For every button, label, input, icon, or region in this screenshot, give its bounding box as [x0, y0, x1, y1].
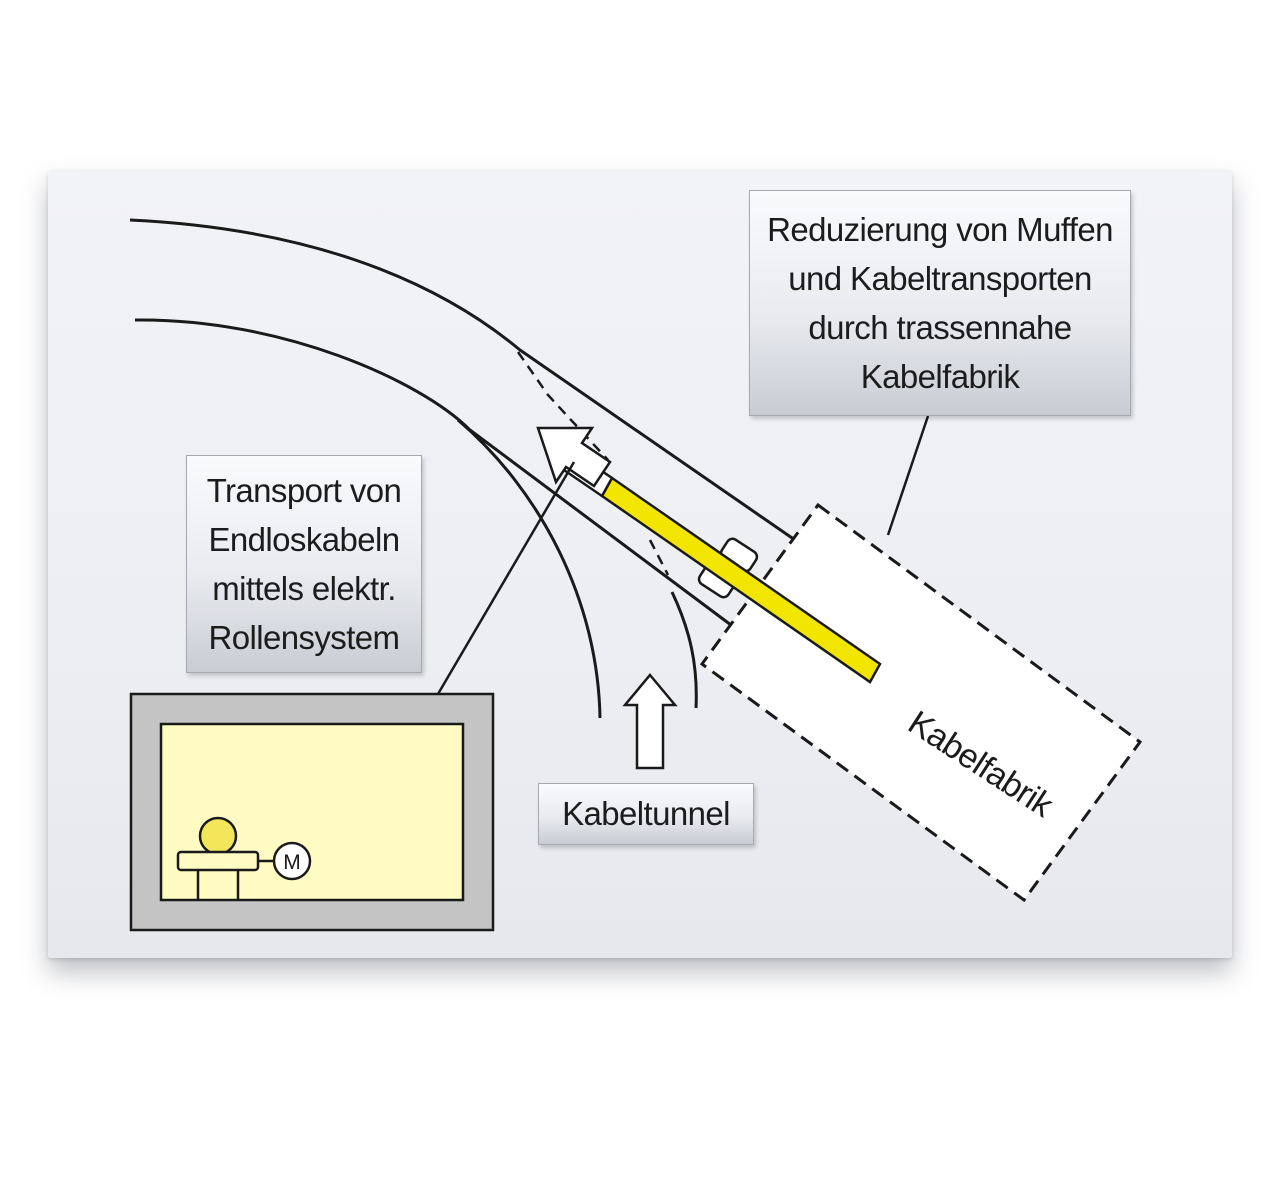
tunnel-dashed-guide — [516, 351, 670, 576]
desk-icon — [176, 850, 260, 872]
cable-factory-outline — [699, 502, 1143, 903]
transport-label: Transport von Endloskabeln mittels elekt… — [186, 455, 422, 673]
cable-tunnel-text: Kabeltunnel — [562, 795, 730, 832]
muffen-line-3: durch trassennahe — [808, 309, 1072, 346]
tunnel-branch-left — [457, 418, 602, 719]
muffen-line-4: Kabelfabrik — [860, 358, 1020, 395]
tunnel-inner-curve — [134, 318, 736, 630]
tunnel-outer-curve — [129, 218, 796, 542]
arrow-up-left-icon — [536, 426, 612, 488]
transport-line-2: Endloskabeln — [208, 521, 401, 558]
transport-line-3: mittels elektr. — [212, 570, 396, 607]
cable-tunnel-label: Kabeltunnel — [538, 783, 754, 845]
muffen-reduction-label: Reduzierung von Muffen und Kabeltranspor… — [749, 190, 1131, 416]
transport-line-4: Rollensystem — [208, 619, 400, 656]
muffen-line-2: und Kabeltransporten — [788, 260, 1092, 297]
transport-line-1: Transport von — [206, 472, 402, 509]
control-room-interior — [159, 722, 465, 902]
arrow-up-icon — [622, 673, 678, 770]
leader-muffen — [886, 415, 930, 536]
tunnel-branch-right — [670, 591, 698, 709]
motor-icon — [272, 841, 312, 881]
motor-label: M — [283, 851, 301, 874]
person-head-icon — [198, 816, 238, 856]
muffen-line-1: Reduzierung von Muffen — [767, 211, 1113, 248]
leader-transport — [436, 461, 576, 695]
